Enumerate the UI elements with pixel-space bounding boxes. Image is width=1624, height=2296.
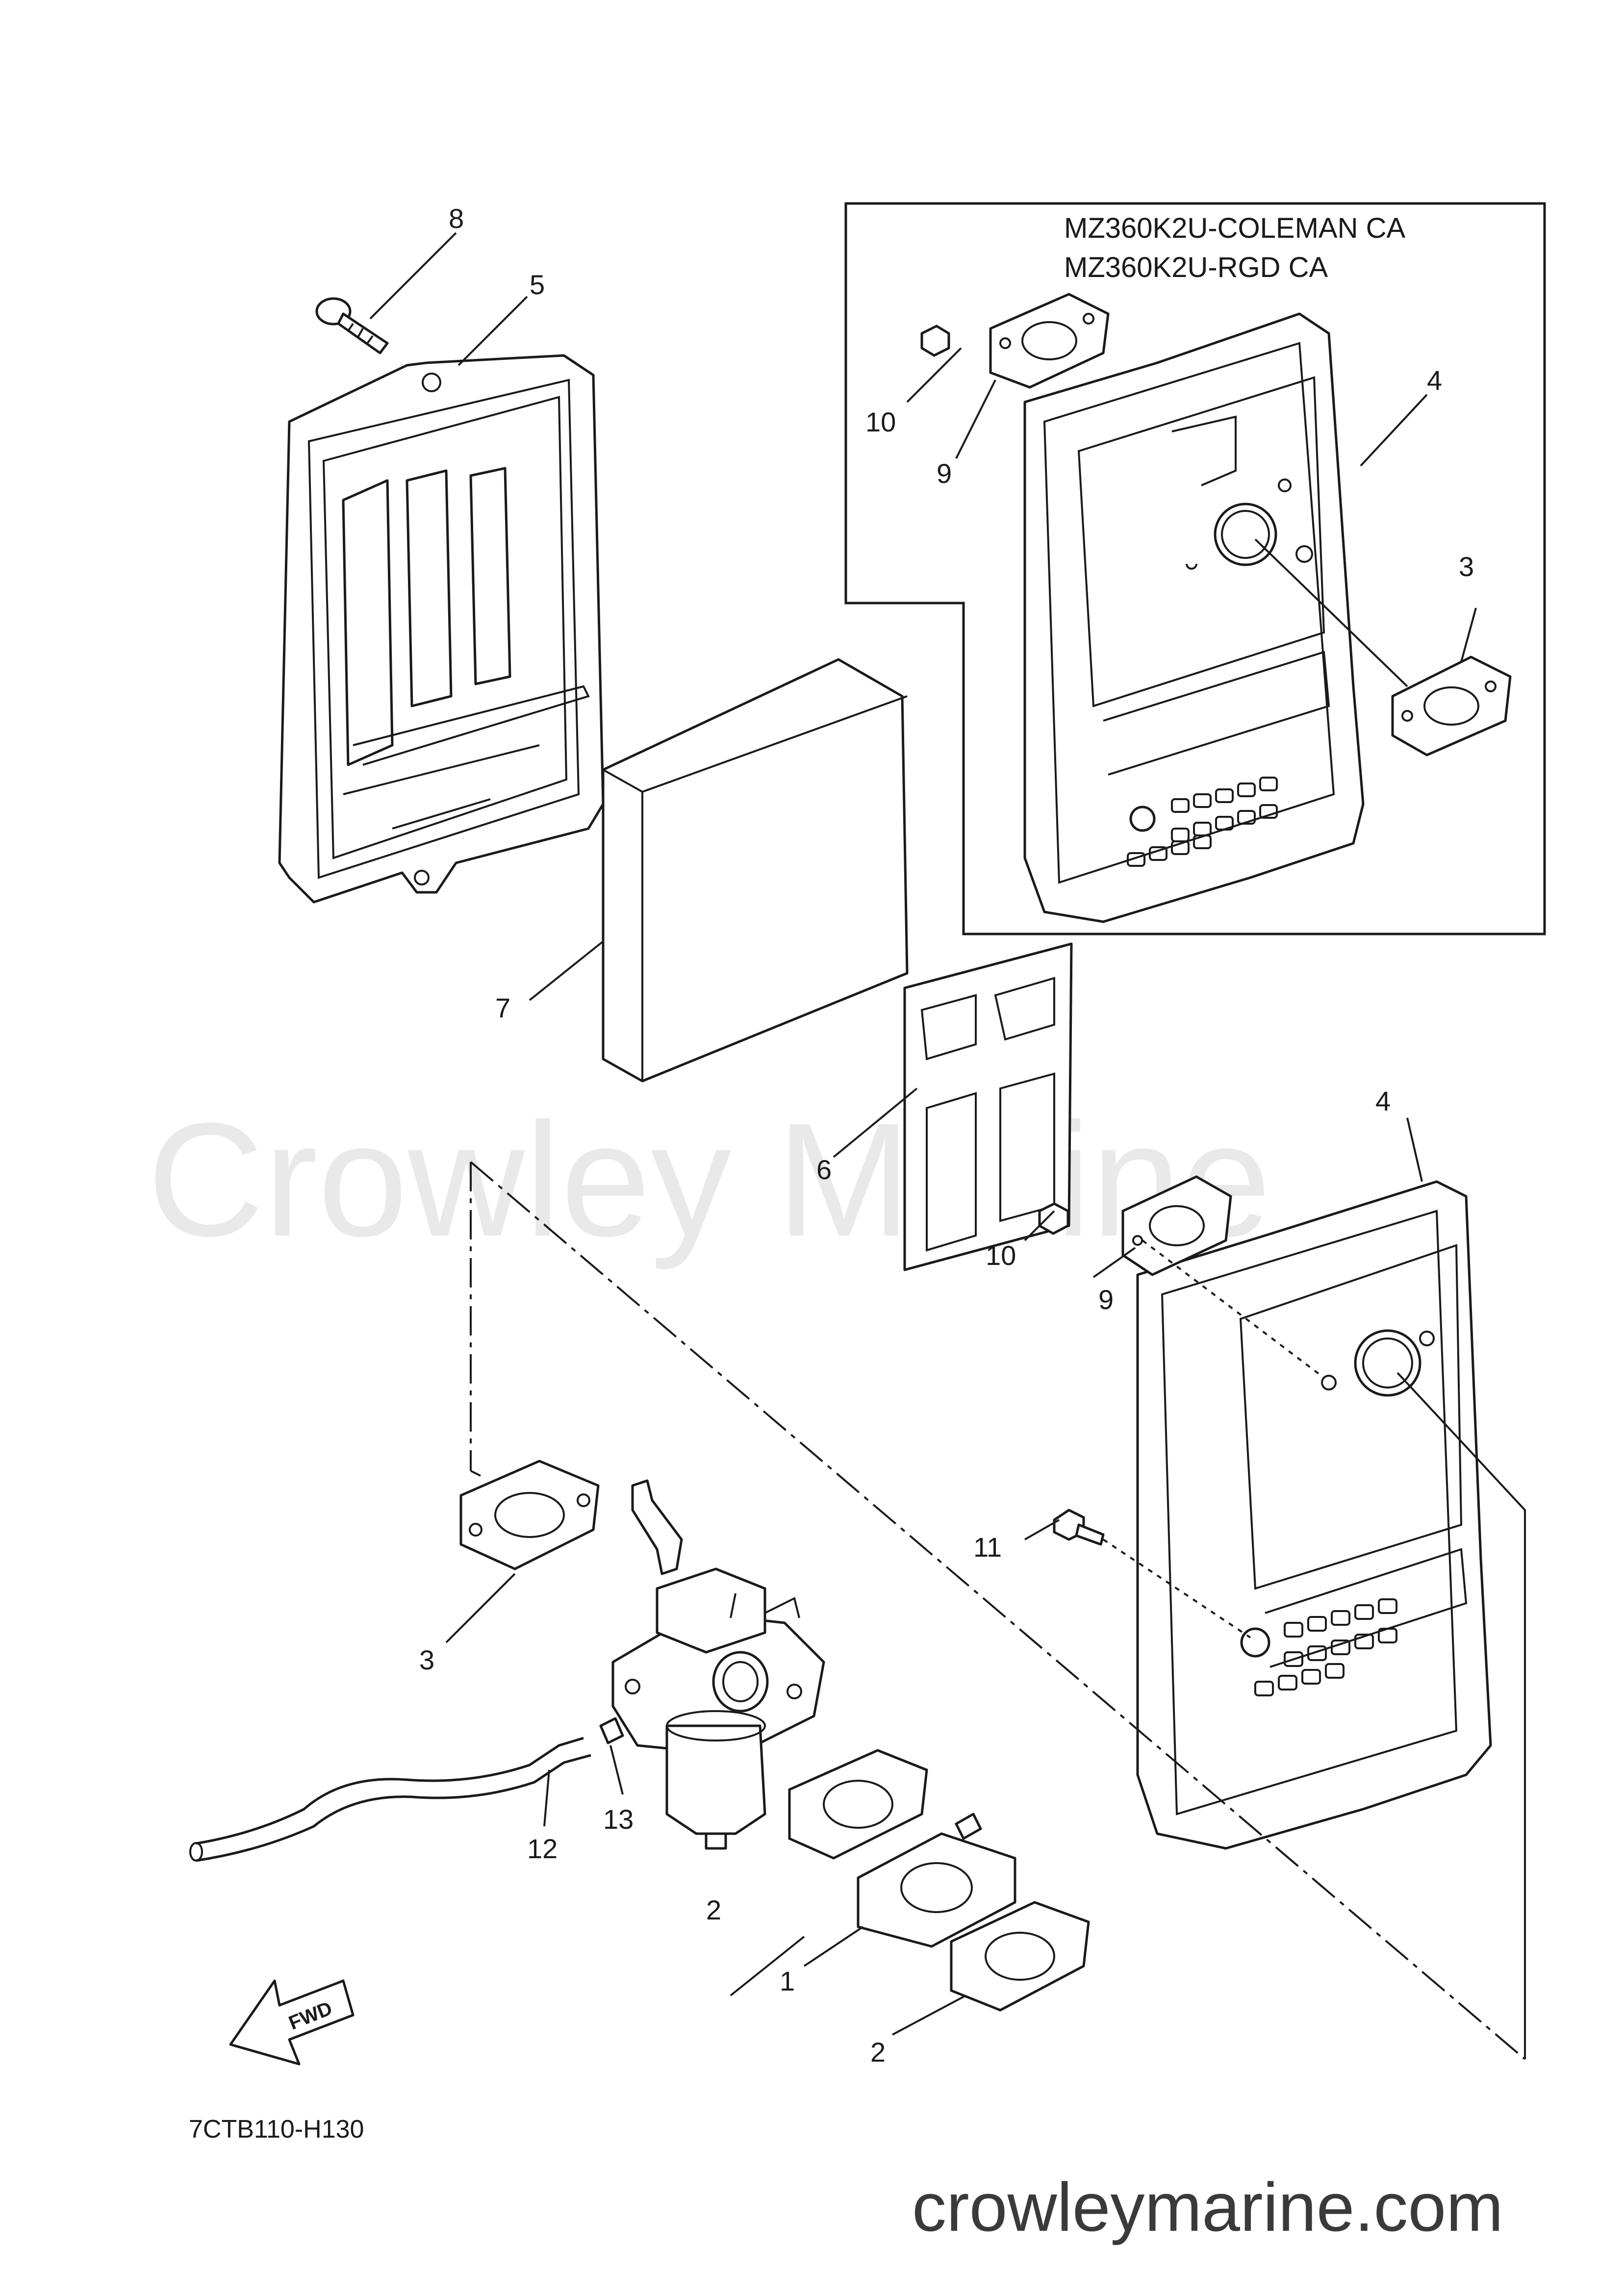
air-cleaner-case [278,354,605,904]
callout-3-inset: 3 [1459,551,1474,582]
nut-main [1038,1202,1069,1235]
watermark: Crowley Marine [147,1089,1271,1271]
gasket-inset [989,293,1110,389]
carburetor [611,1479,825,1850]
variant-label-rgd: MZ360K2U-RGD CA [1064,252,1328,283]
variant-inset-frame [844,202,1546,935]
variant-label-coleman: MZ360K2U-COLEMAN CA [1064,212,1405,244]
callout-9-inset: 9 [937,458,952,489]
callout-2-upper: 2 [706,1894,721,1925]
filter-element [602,658,909,1083]
callout-leaders [369,232,1477,2036]
nut-inset [920,325,950,357]
callout-4-inset: 4 [1427,365,1442,396]
carburetor-insulator [857,1813,1016,1948]
guide-line-outlet [1396,1372,1526,2059]
guide-line-bolt [1102,1539,1251,1639]
callout-9: 9 [1098,1284,1114,1315]
callout-13: 13 [603,1804,634,1835]
callout-6: 6 [816,1154,832,1185]
carburetor-gasket [459,1460,600,1570]
air-cleaner-cover [1136,1180,1492,1850]
assembly-axis-line [470,1161,1526,2060]
leader-inset [1254,538,1408,687]
insulator-gasket-lower [950,1901,1090,2012]
callout-5: 5 [530,269,545,300]
callout-10-inset: 10 [865,406,896,437]
insulator-gasket-upper [788,1749,928,1860]
callout-4: 4 [1375,1085,1391,1116]
case-screw [315,297,389,354]
callout-7: 7 [495,992,510,1023]
gasket-main [1121,1175,1232,1276]
case-gasket [903,942,1073,1271]
drawing-code: 7CTB110-H130 [189,2115,364,2144]
site-url: crowleymarine.com [912,2169,1503,2246]
callout-12: 12 [527,1833,558,1864]
callout-8: 8 [449,203,464,234]
gasket-3-inset [1391,656,1512,757]
hose-clamp [599,1717,624,1744]
cover-bolt [1053,1509,1105,1546]
callout-11: 11 [973,1532,1002,1563]
callout-3: 3 [419,1644,434,1675]
air-cleaner-cover-inset [1023,312,1365,923]
forward-arrow-icon: FWD [229,1979,355,2066]
callout-2-lower: 2 [870,2037,886,2068]
callout-1: 1 [780,1966,795,1996]
callout-10: 10 [986,1240,1016,1271]
fuel-hose [189,1737,591,1862]
